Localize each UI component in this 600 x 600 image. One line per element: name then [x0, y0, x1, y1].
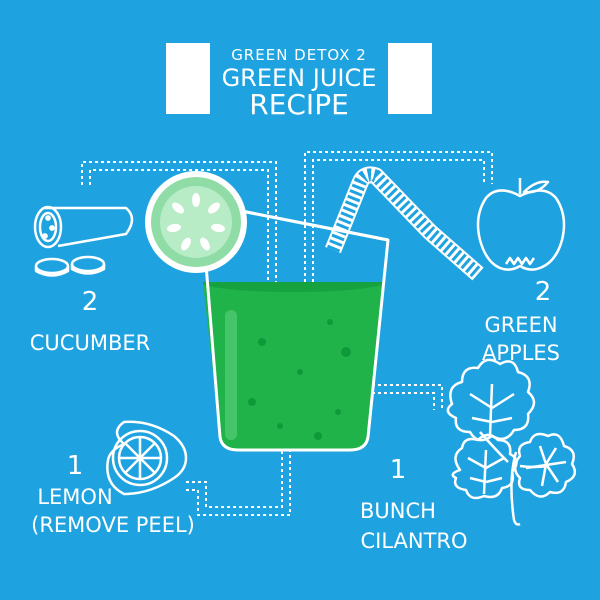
- title-line-2: GREEN JUICE: [222, 64, 377, 92]
- ingredient-quantity: 2: [535, 277, 552, 307]
- juice-glass: [145, 166, 484, 452]
- title-block: GREEN DETOX 2 GREEN JUICE RECIPE: [166, 43, 432, 121]
- ingredient-apples: 2 GREEN APPLES: [482, 277, 560, 365]
- ingredient-name: CUCUMBER: [30, 331, 150, 355]
- connector-lemon: [186, 400, 283, 508]
- connector-cucumber: [81, 161, 277, 360]
- straw: [325, 166, 484, 281]
- title-line-1: GREEN DETOX 2: [231, 46, 367, 64]
- ingredient-name: LEMON: [37, 485, 112, 509]
- cucumber-icon: [33, 205, 134, 277]
- connector-apple-inner: [312, 159, 485, 330]
- ingredient-lemon: 1 LEMON (REMOVE PEEL): [31, 451, 195, 537]
- lemon-icon: [106, 420, 188, 496]
- ingredient-quantity: 1: [390, 455, 407, 485]
- ingredient-name-line2: (REMOVE PEEL): [31, 513, 195, 537]
- ingredient-cilantro: 1 BUNCH CILANTRO: [360, 455, 468, 553]
- connector-cilantro-inner: [312, 392, 435, 410]
- ingredient-name: BUNCH: [360, 499, 436, 523]
- title-line-3: RECIPE: [249, 88, 349, 121]
- cucumber-slice-garnish: [145, 171, 247, 273]
- connector-lemon-inner: [186, 400, 291, 516]
- title-left-bar: [166, 43, 210, 114]
- ingredient-quantity: 2: [82, 287, 99, 317]
- ingredient-name-line2: CILANTRO: [360, 529, 467, 553]
- ingredient-cucumber: 2 CUCUMBER: [30, 287, 150, 355]
- ingredient-quantity: 1: [67, 451, 84, 481]
- title-right-bar: [388, 43, 432, 114]
- connector-cucumber-inner: [89, 169, 269, 360]
- apple-icon: [476, 178, 566, 271]
- cilantro-icon: [446, 358, 577, 526]
- connector-apple: [304, 151, 493, 330]
- ingredient-name: GREEN: [484, 313, 557, 337]
- glass-outline: [199, 201, 390, 452]
- juice-fill: [203, 282, 383, 450]
